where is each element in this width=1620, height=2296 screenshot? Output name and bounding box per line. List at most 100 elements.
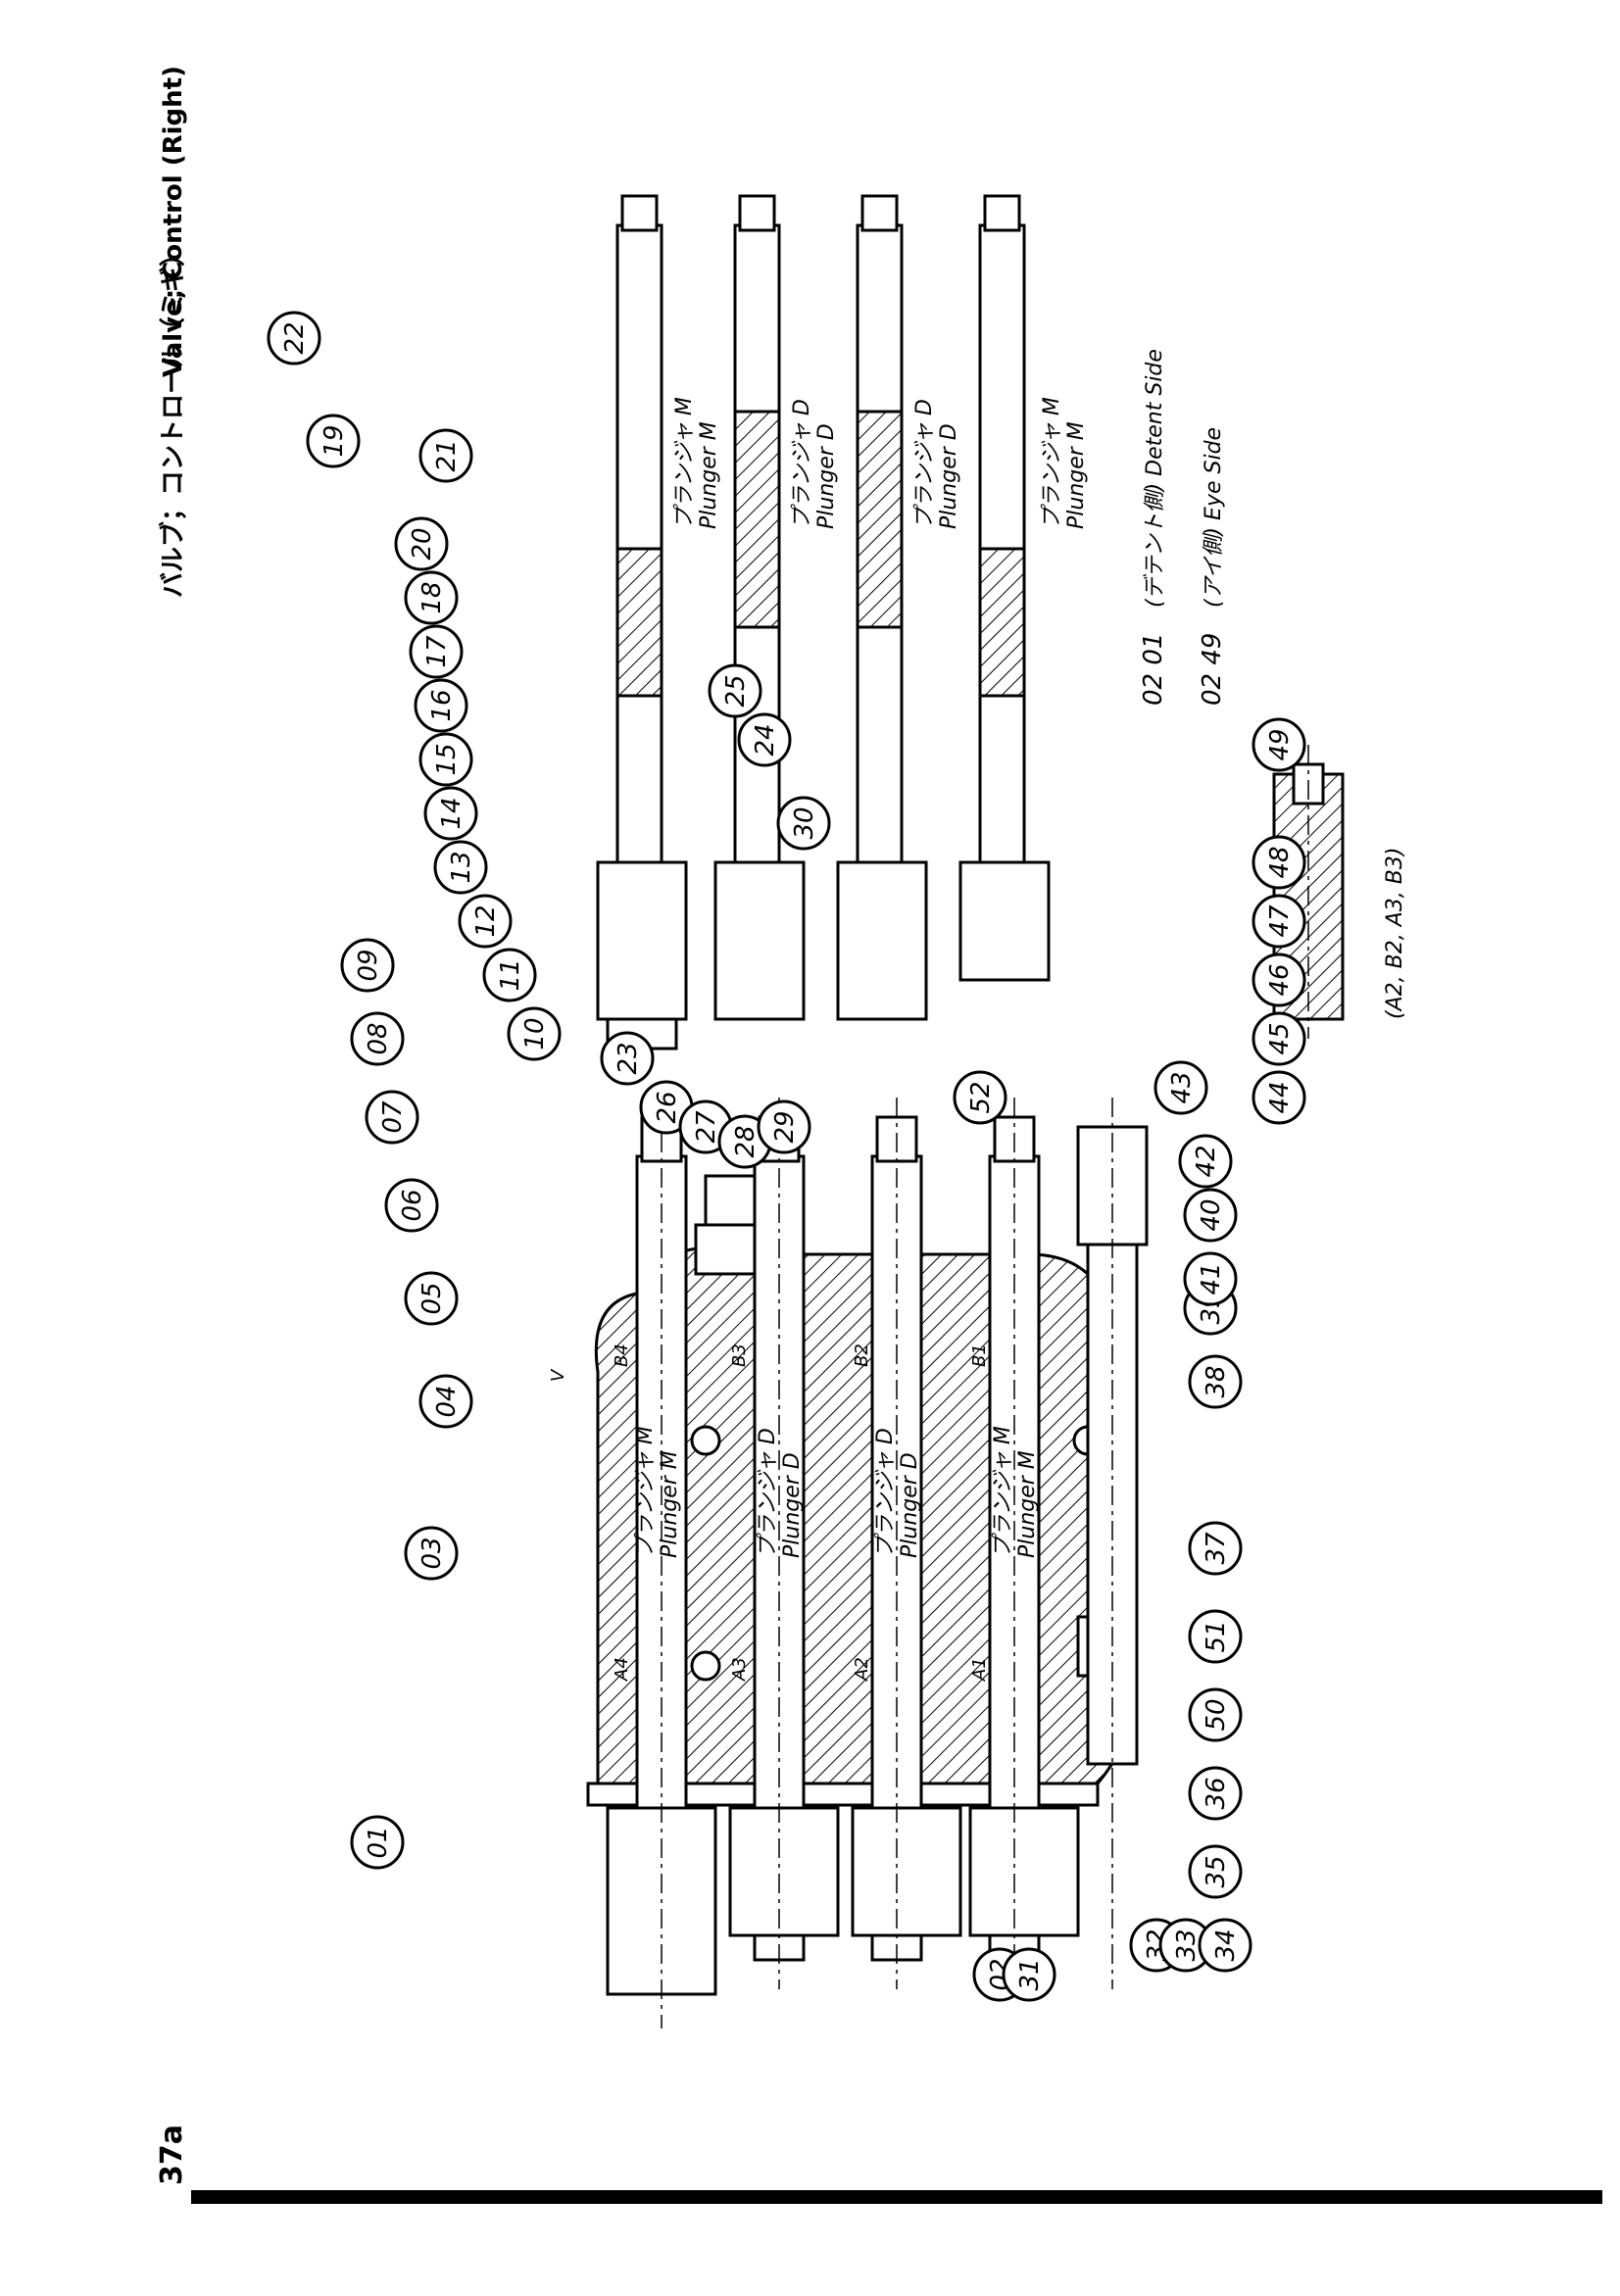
callout-34: 34 [1198, 1918, 1252, 1973]
body-plunger-d-jp-1: プランジャ D [756, 1428, 780, 1558]
callout-label-31: 31 [1015, 1958, 1045, 1990]
callout-38: 38 [1188, 1354, 1243, 1409]
callout-label-03: 03 [417, 1537, 447, 1569]
plunger-d-jp-2: プランジャ D [912, 399, 937, 529]
callout-label-36: 36 [1202, 1777, 1231, 1809]
port-a4: A4 [612, 1657, 632, 1682]
callout-label-20: 20 [408, 527, 437, 560]
plunger-m-en-1: Plunger M [697, 421, 721, 529]
plunger-d-en-1: Plunger D [814, 423, 839, 529]
callout-41: 41 [1183, 1251, 1238, 1306]
callout-label-50: 50 [1202, 1698, 1231, 1731]
callout-23: 23 [600, 1031, 655, 1086]
callout-40: 40 [1183, 1188, 1238, 1243]
callout-31: 31 [1002, 1947, 1056, 2002]
callout-label-40: 40 [1197, 1198, 1226, 1231]
pair-0249-bottom: 02 49 [1198, 633, 1227, 706]
port-note-label: (A2, B2, A3, B3) [1383, 848, 1407, 1019]
callout-bubbles: 0102030405060708091011121314151617181920… [267, 311, 1306, 2002]
port-b4: B4 [612, 1343, 632, 1367]
callout-label-01: 01 [364, 1826, 393, 1858]
callout-label-46: 46 [1265, 963, 1295, 996]
callout-label-23: 23 [614, 1042, 643, 1074]
callout-label-06: 06 [398, 1189, 427, 1221]
bottom-rule [191, 2190, 1602, 2204]
callout-label-10: 10 [520, 1017, 550, 1050]
callout-36: 36 [1188, 1766, 1243, 1821]
callout-16: 16 [414, 678, 468, 733]
callout-label-34: 34 [1211, 1929, 1241, 1961]
callout-label-49: 49 [1265, 728, 1295, 760]
callout-20: 20 [394, 516, 449, 571]
callout-35: 35 [1188, 1844, 1243, 1899]
body-plunger-m-jp-2: プランジャ M [991, 1426, 1015, 1558]
body-plunger-m-jp-1: プランジャ M [633, 1426, 658, 1558]
callout-label-08: 08 [364, 1022, 393, 1054]
callout-46: 46 [1252, 953, 1306, 1007]
title-english: Valve; Control (Right) [159, 66, 188, 377]
callout-47: 47 [1252, 894, 1306, 949]
callout-label-28: 28 [731, 1125, 761, 1157]
callout-label-35: 35 [1202, 1855, 1231, 1887]
callout-label-42: 42 [1192, 1145, 1221, 1177]
callout-22: 22 [267, 311, 321, 366]
callout-label-07: 07 [378, 1100, 408, 1134]
port-a1: A1 [969, 1657, 990, 1682]
callout-48: 48 [1252, 835, 1306, 890]
callout-label-04: 04 [432, 1385, 462, 1417]
callout-26: 26 [639, 1080, 694, 1135]
callout-49: 49 [1252, 717, 1306, 772]
body-plunger-d-en-2: Plunger D [898, 1452, 922, 1558]
page-number: 37a [155, 2125, 189, 2185]
callout-11: 11 [482, 948, 537, 1002]
callout-14: 14 [423, 786, 478, 841]
callout-label-21: 21 [432, 439, 462, 471]
plunger-m-jp-2: プランジャ M [1040, 397, 1064, 529]
pair-0102-top: 02 01 [1139, 633, 1168, 706]
callout-51: 51 [1188, 1609, 1243, 1664]
callout-label-16: 16 [427, 689, 457, 721]
port-b2: B2 [852, 1343, 872, 1367]
callout-03: 03 [404, 1526, 459, 1581]
callout-label-18: 18 [417, 581, 447, 613]
callout-37: 37 [1188, 1521, 1243, 1576]
callout-label-11: 11 [496, 958, 525, 991]
callout-30: 30 [776, 796, 831, 851]
callout-44: 44 [1252, 1070, 1306, 1125]
callout-label-48: 48 [1265, 846, 1295, 878]
plunger-m-en-2: Plunger M [1064, 421, 1089, 529]
callout-label-19: 19 [319, 424, 349, 457]
callout-24: 24 [737, 712, 792, 767]
callout-label-17: 17 [422, 635, 452, 668]
body-plunger-d-en-1: Plunger D [780, 1452, 805, 1558]
body-plunger-d-jp-2: プランジャ D [873, 1428, 898, 1558]
plunger-m-jp-1: プランジャ M [672, 397, 697, 529]
callout-label-25: 25 [721, 674, 751, 707]
callout-label-09: 09 [354, 949, 383, 981]
body-plunger-m-en-2: Plunger M [1015, 1450, 1040, 1558]
callout-43: 43 [1154, 1060, 1208, 1115]
callout-42: 42 [1178, 1134, 1233, 1189]
callout-01: 01 [350, 1815, 405, 1870]
callout-17: 17 [409, 624, 464, 679]
callout-52: 52 [953, 1070, 1007, 1125]
callout-label-13: 13 [447, 851, 476, 883]
callout-05: 05 [404, 1271, 459, 1326]
callout-50: 50 [1188, 1687, 1243, 1742]
callout-13: 13 [433, 840, 488, 895]
callout-label-05: 05 [417, 1282, 447, 1314]
callout-10: 10 [507, 1006, 562, 1061]
callout-label-24: 24 [751, 723, 780, 756]
callout-25: 25 [708, 663, 762, 718]
callout-45: 45 [1252, 1011, 1306, 1066]
callout-19: 19 [306, 414, 361, 468]
eye-side-label: (アイ側) Eye Side [1202, 427, 1226, 608]
title-group: バルブ；コントロール（ミギ） Valve; Control (Right) 37… [155, 66, 189, 2185]
port-a3: A3 [729, 1657, 750, 1682]
callout-06: 06 [384, 1178, 439, 1233]
callout-label-51: 51 [1202, 1620, 1231, 1652]
v-mark: V [548, 1368, 568, 1382]
callout-label-44: 44 [1265, 1081, 1295, 1113]
callout-label-15: 15 [432, 743, 462, 775]
callout-33: 33 [1158, 1918, 1213, 1973]
